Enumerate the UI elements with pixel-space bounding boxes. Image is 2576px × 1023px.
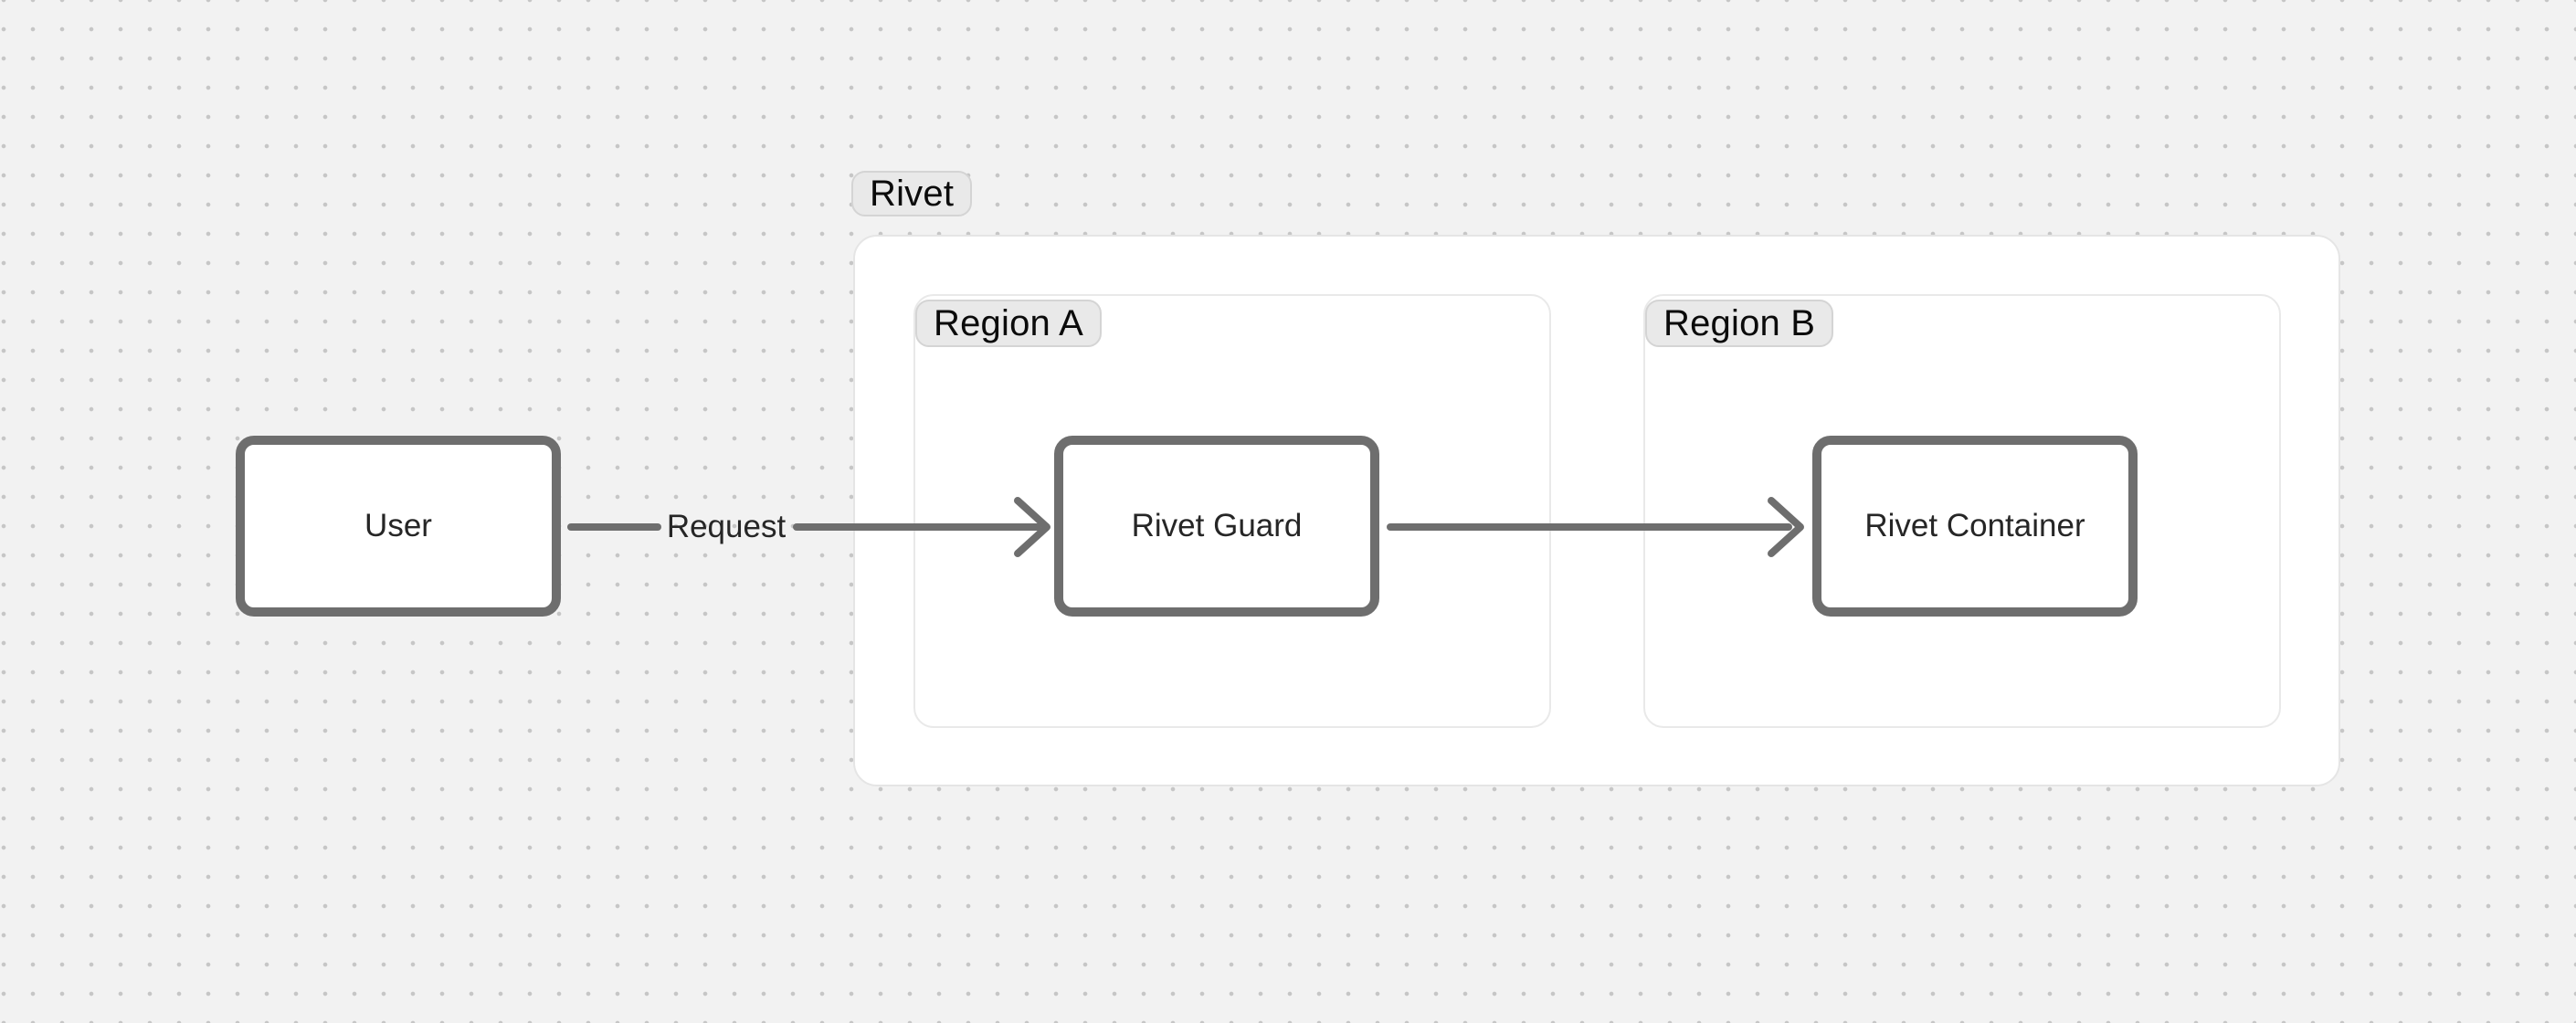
region-a: Region A Rivet Guard bbox=[913, 294, 1551, 728]
region-b: Region B Rivet Container bbox=[1643, 294, 2281, 728]
edge-label-request: Request bbox=[666, 509, 787, 544]
node-rivet-container: Rivet Container bbox=[1812, 436, 2138, 617]
region-a-label: Region A bbox=[915, 300, 1102, 347]
group-label-rivet: Rivet bbox=[851, 171, 973, 216]
node-user: User bbox=[236, 436, 561, 617]
node-rivet-guard: Rivet Guard bbox=[1054, 436, 1379, 617]
region-b-label: Region B bbox=[1645, 300, 1834, 347]
